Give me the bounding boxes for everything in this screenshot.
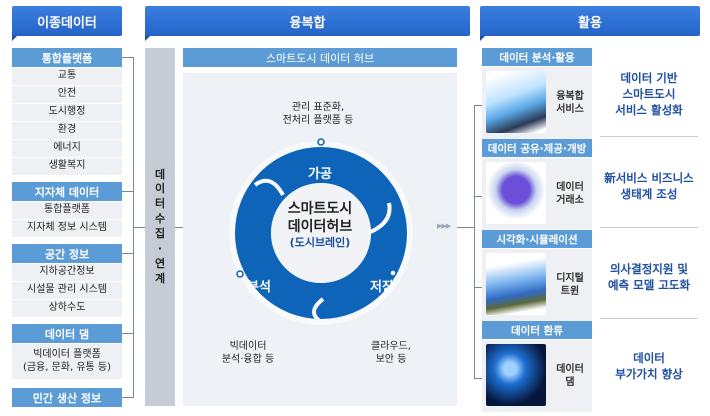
section-spatial-info: 공간 정보 xyxy=(12,244,122,263)
connector-line xyxy=(474,287,482,288)
digital-twin-image xyxy=(486,253,546,315)
hub-title: 스마트도시 데이터 허브 xyxy=(183,48,457,67)
connector-line xyxy=(474,105,475,379)
list-item: 빅데이터 플랫폼 (금융, 문화, 유통 등) xyxy=(12,344,122,380)
ring-divider xyxy=(367,202,392,235)
connector-line xyxy=(474,378,482,379)
connector-line xyxy=(122,397,133,398)
list-item: 생활복지 xyxy=(12,158,122,176)
result-text: 新서비스 비즈니스 생태계 조성 xyxy=(604,171,694,202)
node-dot xyxy=(389,269,397,277)
card-label: 데이터 거래소 xyxy=(556,182,584,206)
hub-cycle-diagram xyxy=(229,138,413,325)
connector-line xyxy=(175,227,185,228)
header-utilization: 활용 xyxy=(480,6,700,36)
note-analyze: 빅데이터 분석·융합 등 xyxy=(221,341,275,365)
card-label: 융복합 서비스 xyxy=(556,91,584,115)
card-title-sharing: 데이터 공유·제공·개방 xyxy=(482,139,592,157)
list-item: 환경 xyxy=(12,122,122,140)
connector-line xyxy=(457,227,474,228)
result-text: 데이터 기반 스마트도시 서비스 활성화 xyxy=(615,71,683,118)
list-item: 교통 xyxy=(12,68,122,86)
smart-city-image xyxy=(486,71,546,133)
collect-char: 계 xyxy=(154,271,166,285)
list-item: 안전 xyxy=(12,86,122,104)
node-dot xyxy=(317,138,325,146)
collect-char: 연 xyxy=(154,256,166,270)
connector-line xyxy=(474,196,482,197)
header-heterogeneous-data: 이종데이터 xyxy=(12,6,122,36)
collect-char: 이 xyxy=(154,182,166,196)
section-data-dam: 데이터 댐 xyxy=(12,324,122,343)
ring-center xyxy=(271,183,371,283)
connector-line xyxy=(122,333,133,334)
section-integrated-platform: 통합플랫폼 xyxy=(12,48,122,67)
card-label: 디지털 트윈 xyxy=(556,273,584,297)
card-sharing: 데이터 거래소 xyxy=(482,158,592,230)
stage-store: 저장 xyxy=(370,280,394,295)
node-dot xyxy=(236,270,244,278)
ring-divider xyxy=(312,297,325,325)
hub-center-title: 스마트도시 데이터허브 (도시브레인) xyxy=(270,201,370,250)
list-item: 도시행정 xyxy=(12,104,122,122)
data-exchange-image xyxy=(486,162,546,224)
result-text: 의사결정지원 및 예측 모델 고도화 xyxy=(607,262,691,293)
divider xyxy=(600,136,698,137)
divider xyxy=(600,318,698,319)
result-text: 데이터 부가가치 향상 xyxy=(615,351,683,382)
header-convergence: 융복합 xyxy=(145,6,470,36)
section-private-info: 민간 생산 정보 xyxy=(12,388,122,407)
card-label: 데이터 댐 xyxy=(556,364,584,388)
collect-char: 데 xyxy=(154,167,166,181)
card-title-analysis: 데이터 분석·활용 xyxy=(482,48,592,66)
collect-char: 수 xyxy=(154,212,166,226)
card-title-visualization: 시각화·시뮬레이션 xyxy=(482,230,592,248)
collect-char: 집 xyxy=(154,227,166,240)
section-local-gov-data: 지자체 데이터 xyxy=(12,182,122,201)
data-dam-image xyxy=(486,344,546,406)
note-store: 클라우드, 보안 등 xyxy=(371,341,411,365)
connector-line xyxy=(122,253,133,254)
ring-divider xyxy=(253,178,285,197)
list-item: 에너지 xyxy=(12,140,122,158)
collect-char: 터 xyxy=(154,197,166,211)
list-item: 통합플랫폼 xyxy=(12,202,122,220)
card-feedback: 데이터 댐 xyxy=(482,340,592,412)
card-analysis: 융복합 서비스 xyxy=(482,67,592,139)
connector-line xyxy=(122,191,133,192)
arrow-icon: ▶▶▶ xyxy=(437,222,451,230)
list-item: 상하수도 xyxy=(12,300,122,318)
divider xyxy=(600,227,698,228)
list-item: 지하공간정보 xyxy=(12,264,122,282)
center-line-3: (도시브레인) xyxy=(289,236,351,249)
list-item: 시설물 관리 시스템 xyxy=(12,282,122,300)
collect-char: · xyxy=(157,241,163,255)
list-item: 지자체 정보 시스템 xyxy=(12,220,122,238)
note-process: 관리 표준화, 전처리 플랫폼 등 xyxy=(282,102,354,126)
card-title-feedback: 데이터 환류 xyxy=(482,321,592,339)
stage-process: 가공 xyxy=(308,167,332,182)
stage-analyze: 분석 xyxy=(247,280,271,295)
connector-line xyxy=(474,105,482,106)
center-line-1: 스마트도시 xyxy=(287,201,353,217)
data-collection-bar: 데 이 터 수 집 · 연 계 xyxy=(145,48,175,406)
card-visualization: 디지털 트윈 xyxy=(482,249,592,321)
connector-line xyxy=(122,57,133,58)
connector-line xyxy=(133,227,145,228)
center-line-2: 데이터허브 xyxy=(287,218,353,235)
